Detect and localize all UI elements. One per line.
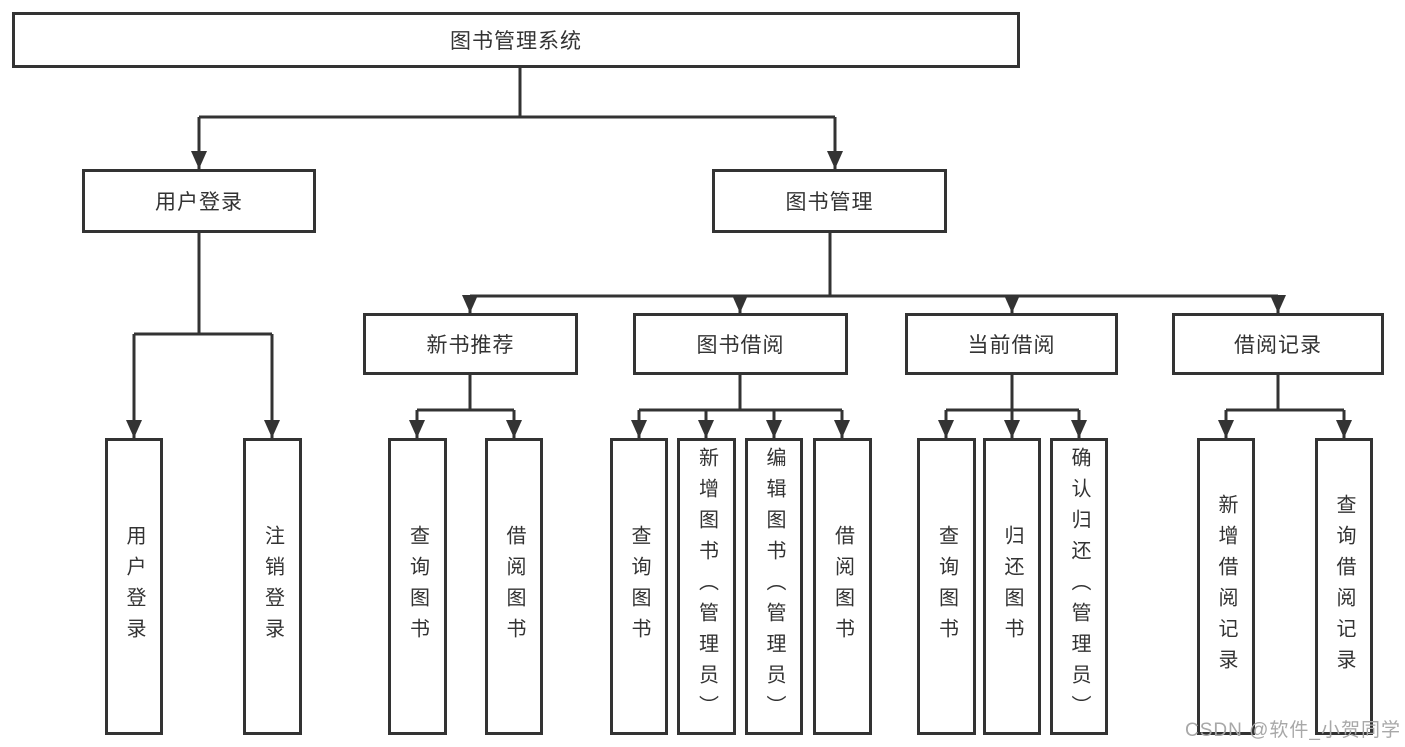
node-book-borrowing: 图书借阅	[633, 313, 848, 375]
leaf-borrow-books-borrowing: 借阅图书	[813, 438, 872, 735]
connector-new-book-recommend-children	[409, 375, 522, 438]
node-current-borrowing: 当前借阅	[905, 313, 1118, 375]
leaf-query-books-borrowing: 查询图书	[610, 438, 668, 735]
connector-current-borrowing-children	[938, 375, 1087, 438]
node-new-book-recommend: 新书推荐	[363, 313, 578, 375]
leaf-label: 确认归还（管理员）	[1068, 447, 1090, 726]
leaf-logout: 注销登录	[243, 438, 302, 735]
leaf-label: 新增图书（管理员）	[695, 447, 718, 726]
leaf-label: 借阅图书	[831, 524, 854, 649]
connector-book-management-children	[462, 233, 1286, 313]
node-label: 新书推荐	[426, 334, 515, 357]
leaf-query-borrow-record: 查询借阅记录	[1315, 438, 1373, 735]
leaf-label: 新增借阅记录	[1215, 493, 1237, 680]
node-library-management-system: 图书管理系统	[12, 12, 1020, 68]
leaf-label: 查询借阅记录	[1333, 493, 1355, 680]
leaf-edit-books-admin: 编辑图书（管理员）	[745, 438, 803, 735]
leaf-add-books-admin: 新增图书（管理员）	[677, 438, 736, 735]
leaf-user-login: 用户登录	[105, 438, 163, 735]
node-book-management: 图书管理	[712, 169, 947, 233]
leaf-label: 用户登录	[123, 524, 145, 649]
leaf-label: 借阅图书	[503, 524, 525, 649]
leaf-label: 查询图书	[406, 524, 429, 649]
leaf-label: 注销登录	[261, 524, 284, 649]
node-label: 当前借阅	[967, 334, 1056, 357]
leaf-confirm-return-admin: 确认归还（管理员）	[1050, 438, 1108, 735]
node-borrowing-records: 借阅记录	[1172, 313, 1384, 375]
connector-borrowing-records-children	[1218, 375, 1352, 438]
node-label: 图书借阅	[696, 334, 785, 357]
leaf-label: 查询图书	[628, 524, 650, 649]
node-label: 借阅记录	[1234, 334, 1322, 357]
leaf-add-borrow-record: 新增借阅记录	[1197, 438, 1255, 735]
node-label: 图书管理	[785, 191, 874, 214]
leaf-query-books-recommend: 查询图书	[388, 438, 447, 735]
leaf-label: 归还图书	[1001, 524, 1023, 649]
connector-root-to-level2	[191, 68, 843, 169]
leaf-label: 查询图书	[935, 524, 958, 649]
connector-book-borrowing-children	[631, 375, 850, 438]
connector-user-login-children	[126, 233, 280, 438]
leaf-borrow-books-recommend: 借阅图书	[485, 438, 543, 735]
watermark-text: CSDN @软件_小贺同学	[1185, 720, 1401, 741]
node-label: 图书管理系统	[450, 30, 582, 53]
node-label: 用户登录	[155, 191, 243, 214]
leaf-return-books: 归还图书	[983, 438, 1041, 735]
leaf-query-books-current: 查询图书	[917, 438, 976, 735]
leaf-label: 编辑图书（管理员）	[763, 447, 785, 726]
node-user-login: 用户登录	[82, 169, 316, 233]
